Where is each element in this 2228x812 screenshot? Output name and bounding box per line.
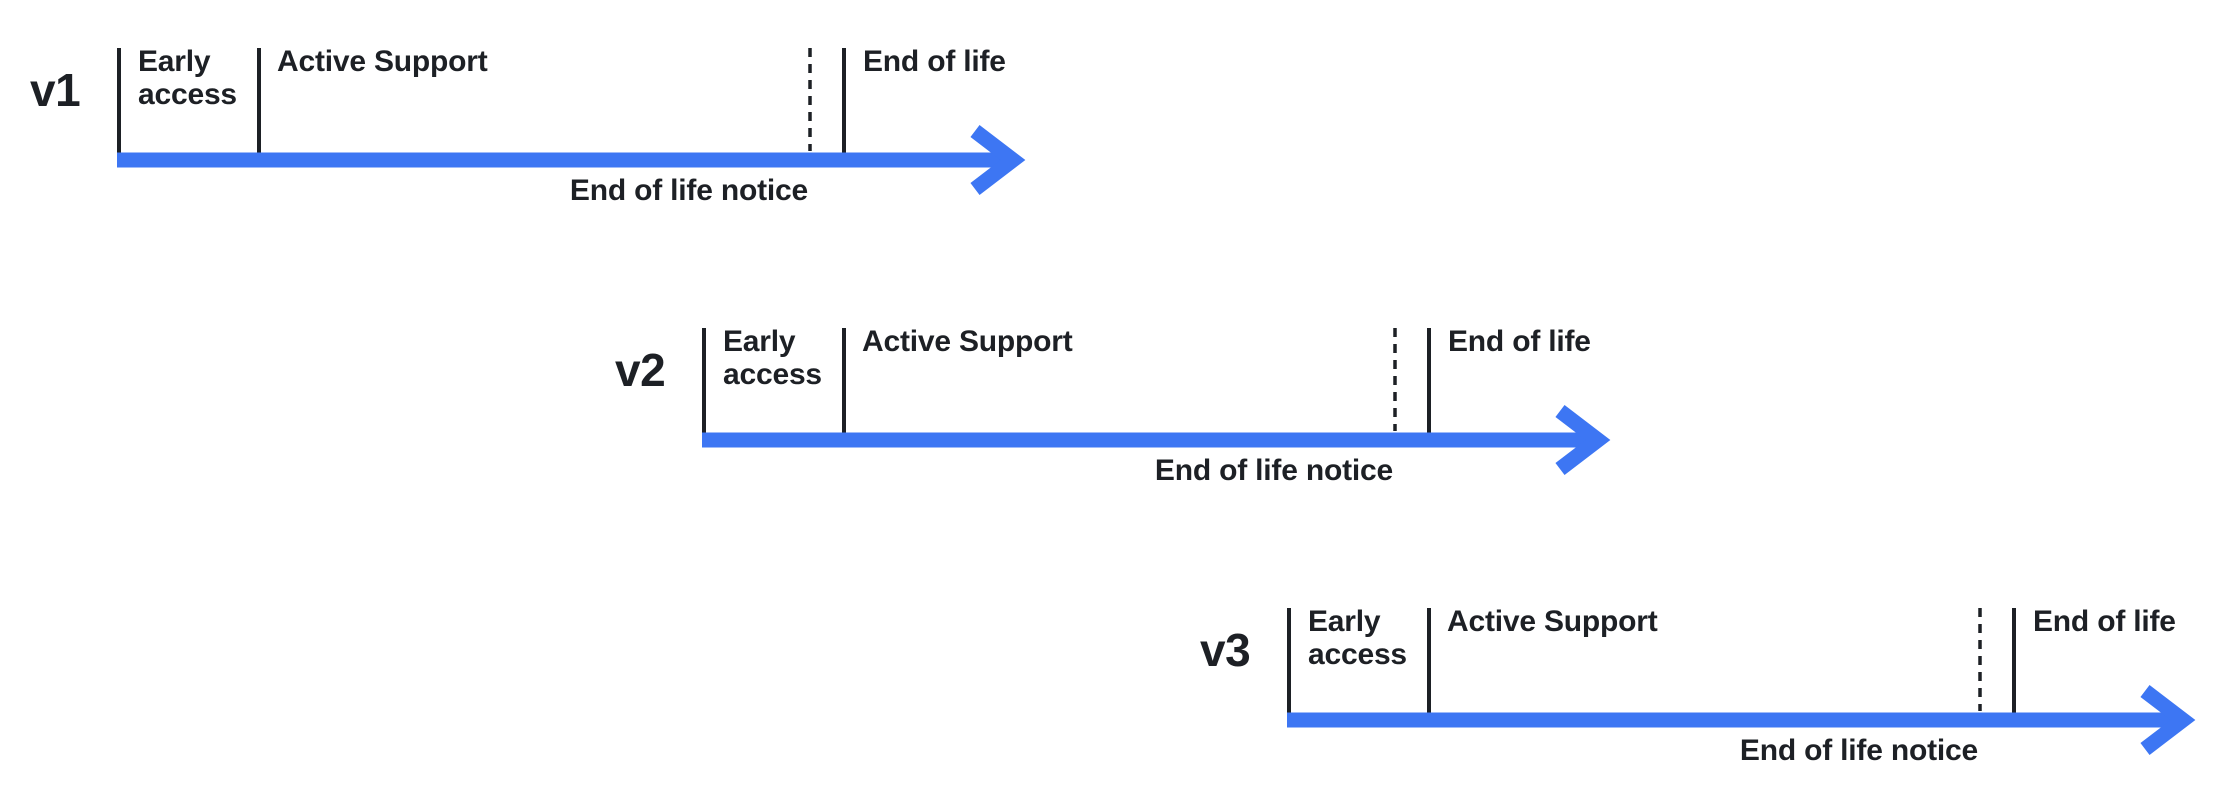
- end-of-life-label: End of life: [863, 45, 1006, 78]
- end-of-life-notice-label: End of life notice: [569, 174, 808, 207]
- early-access-label: Early access: [1308, 605, 1407, 671]
- end-of-life-notice-label: End of life notice: [1154, 454, 1393, 487]
- timeline-arrow-head: [2140, 685, 2196, 755]
- early-access-label: Early access: [138, 45, 237, 111]
- end-of-life-label: End of life: [1448, 325, 1591, 358]
- end-of-life-label: End of life: [2033, 605, 2176, 638]
- version-label: v3: [1200, 624, 1251, 676]
- end-of-life-notice-label: End of life notice: [1739, 734, 1978, 767]
- timeline-arrow-head: [1555, 405, 1611, 475]
- timeline-graphic-v1: [117, 48, 1026, 195]
- version-label: v2: [615, 344, 666, 396]
- version-label: v1: [30, 64, 81, 116]
- timeline-graphic-v3: [1287, 608, 2196, 755]
- timeline-row-v2: v2 Early access Active Support End of li…: [612, 323, 1672, 513]
- timeline-row-v1: v1 Early access Active Support End of li…: [27, 43, 1087, 233]
- active-support-label: Active Support: [1447, 605, 1658, 638]
- timeline-arrow-head: [970, 125, 1026, 195]
- active-support-label: Active Support: [277, 45, 488, 78]
- timeline-row-v3: v3 Early access Active Support End of li…: [1197, 603, 2228, 793]
- early-access-label: Early access: [723, 325, 822, 391]
- timeline-graphic-v2: [702, 328, 1611, 475]
- active-support-label: Active Support: [862, 325, 1073, 358]
